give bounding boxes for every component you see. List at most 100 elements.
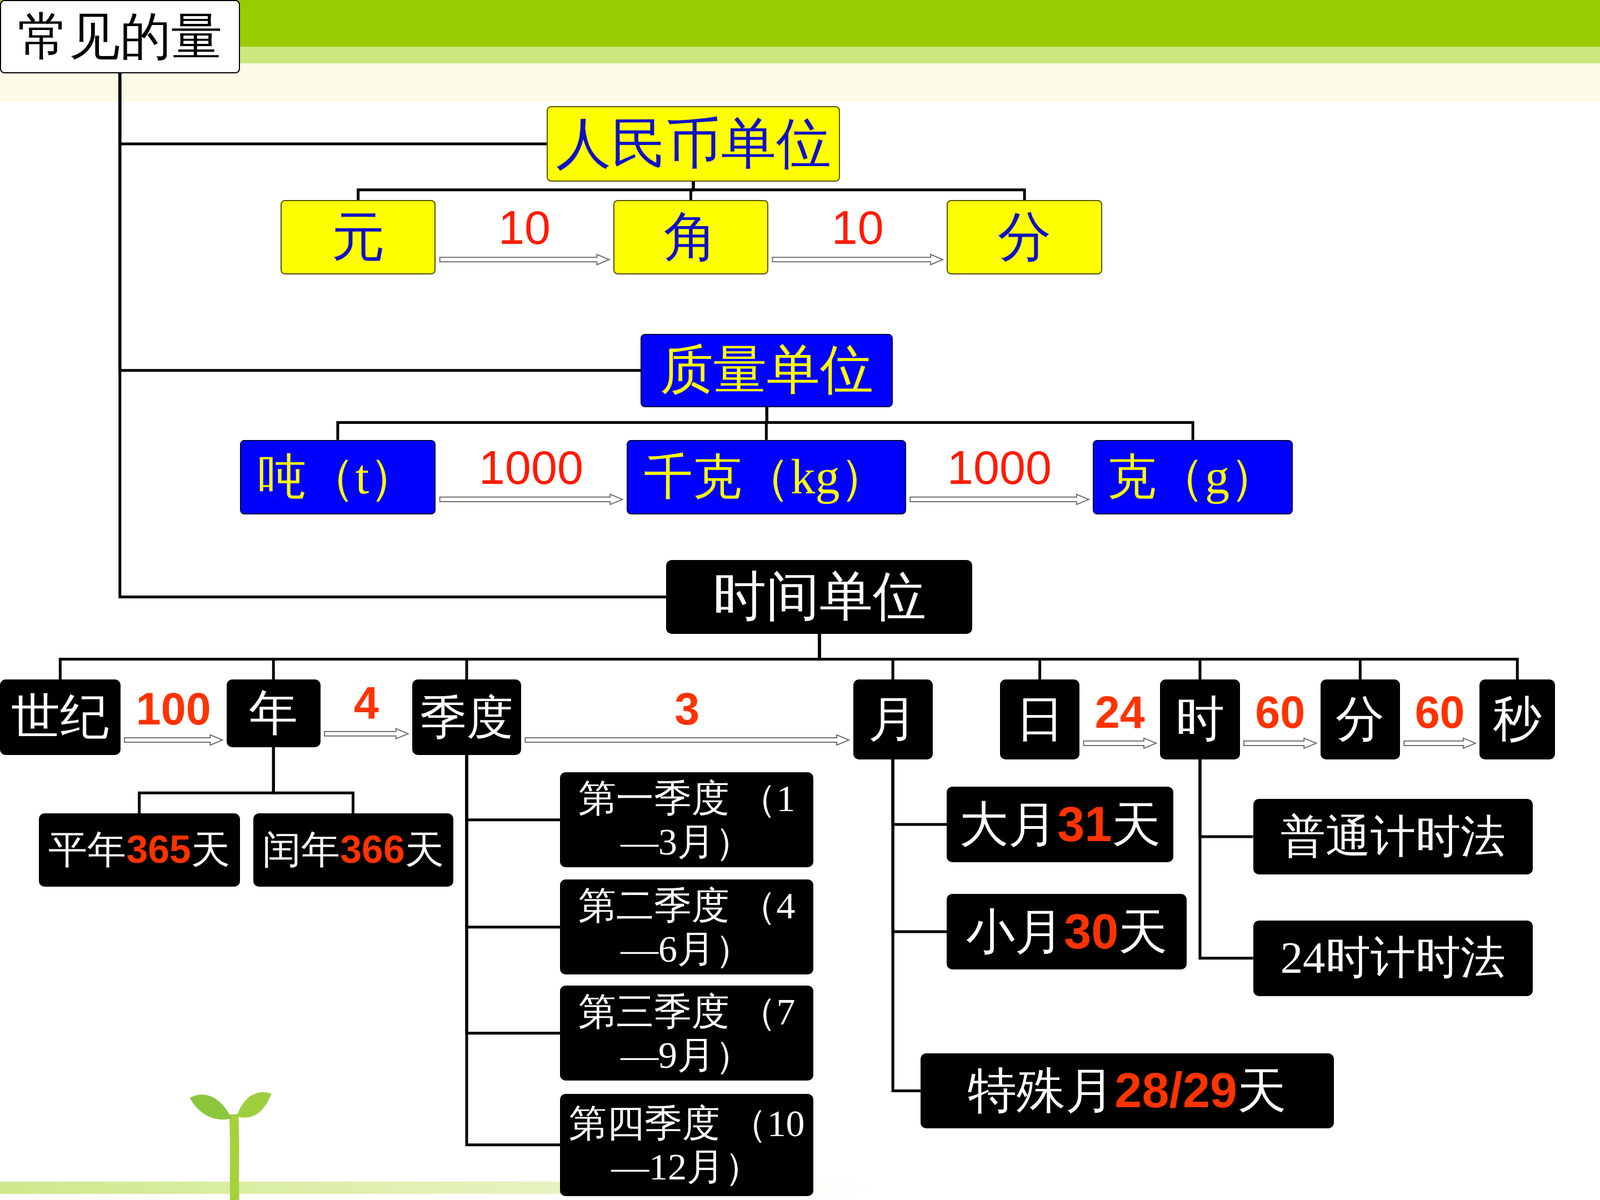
tree-connector (693, 181, 1025, 200)
fact-box: 闰年366天 (253, 813, 454, 887)
node-text: 第三季度 （7—9月） (567, 990, 806, 1077)
tree-connector (120, 73, 548, 144)
node-text: 日 (1015, 690, 1065, 749)
category-box: 时间单位 (666, 560, 973, 634)
tree-connector (892, 759, 947, 825)
conversion-rate: 60 (1255, 690, 1305, 735)
conversion-rate: 1000 (947, 444, 1052, 492)
conversion-arrow (324, 728, 409, 739)
node-text: 第二季度 （4—6月） (567, 883, 806, 971)
node-text: 常见的量 (17, 6, 223, 68)
tree-connector (819, 633, 1360, 680)
unit-box: 季度 (412, 679, 522, 755)
node-text: 时 (1175, 690, 1225, 749)
node-text: 大月31天 (959, 795, 1161, 855)
tree-connector (1200, 759, 1254, 838)
unit-box: 吨（t） (240, 440, 437, 515)
fact-box: 普通计时法 (1253, 798, 1533, 875)
conversion-arrow (124, 735, 223, 745)
tree-connector (466, 633, 820, 680)
tree-connector (139, 747, 274, 814)
tree-connector (273, 633, 820, 680)
tree-connector (60, 633, 820, 680)
tree-connector (466, 755, 560, 928)
conversion-rate: 1000 (478, 444, 584, 492)
quarter-box: 第四季度 （10—12月） (560, 1093, 814, 1197)
tree-connector (466, 755, 560, 820)
tree-connector (358, 181, 694, 200)
unit-box: 分 (1320, 679, 1400, 759)
tree-connector (819, 633, 1518, 680)
conversion-rate: 10 (498, 204, 551, 252)
tree-connector (892, 759, 947, 932)
fact-box: 特殊月28/29天 (920, 1053, 1334, 1129)
conversion-rate: 60 (1415, 690, 1465, 735)
conversion-rate: 4 (353, 680, 379, 726)
node-text: 角 (663, 205, 718, 270)
tree-connector (766, 407, 1193, 440)
node-text: 质量单位 (660, 338, 874, 403)
fact-box: 大月31天 (946, 786, 1174, 863)
conversion-rate: 3 (674, 686, 700, 732)
conversion-arrow (525, 735, 849, 745)
fact-box: 24时计时法 (1253, 920, 1533, 997)
node-text: 吨（t） (257, 447, 419, 507)
conversion-arrow (910, 494, 1089, 505)
node-text: 小月30天 (966, 902, 1168, 962)
node-text: 第四季度 （10—12月） (567, 1101, 806, 1189)
unit-box: 克（g） (1092, 440, 1293, 515)
sprout-illustration (190, 1092, 272, 1200)
header-stripe (0, 46, 1600, 63)
node-text: 时间单位 (712, 565, 927, 629)
node-text: 千克（kg） (643, 447, 889, 507)
conversion-arrow (1243, 738, 1317, 749)
conversion-rate: 10 (831, 204, 884, 252)
node-text: 秒 (1492, 690, 1542, 749)
tree-connector (466, 755, 560, 1145)
tree-connector (273, 747, 353, 814)
fact-box: 小月30天 (946, 893, 1187, 970)
conversion-rate: 24 (1095, 690, 1145, 735)
tree-connector (819, 633, 893, 680)
unit-box: 千克（kg） (626, 440, 907, 515)
node-text: 24时计时法 (1280, 931, 1506, 985)
quarter-box: 第一季度 （1—3月） (560, 772, 814, 868)
node-text: 年 (248, 683, 298, 743)
header-bar (0, 0, 1600, 47)
header-ground (0, 0, 1600, 103)
unit-box: 年 (226, 679, 321, 748)
unit-box: 分 (946, 200, 1102, 275)
node-text: 闰年366天 (262, 826, 444, 874)
fact-box: 平年365天 (38, 813, 240, 887)
tree-connector (819, 633, 1040, 680)
node-text: 世纪 (11, 687, 109, 747)
node-text: 第一季度 （1—3月） (567, 776, 806, 864)
node-text: 普通计时法 (1280, 810, 1506, 864)
unit-box: 元 (280, 200, 436, 275)
tree-connector (337, 407, 767, 440)
node-text: 元 (331, 205, 385, 270)
category-box: 人民币单位 (546, 106, 840, 182)
tree-connector (819, 633, 1200, 680)
node-text: 季度 (420, 689, 514, 746)
unit-box: 角 (613, 200, 769, 275)
title-box: 常见的量 (0, 0, 240, 74)
node-text: 分 (1335, 690, 1385, 749)
conversion-arrow (440, 254, 610, 265)
node-text: 平年365天 (48, 826, 230, 874)
node-text: 克（g） (1107, 447, 1279, 507)
conversion-rate: 100 (136, 686, 212, 732)
unit-box: 时 (1160, 679, 1240, 759)
conversion-arrow (1083, 738, 1157, 749)
node-text: 月 (868, 690, 918, 749)
tree-connector (466, 755, 560, 1034)
quarter-box: 第三季度 （7—9月） (560, 985, 814, 1081)
conversion-arrow (1403, 738, 1476, 749)
node-text: 人民币单位 (556, 110, 832, 177)
unit-box: 日 (1000, 679, 1080, 759)
quarter-box: 第二季度 （4—6月） (560, 879, 814, 975)
node-text: 分 (997, 205, 1052, 270)
unit-box: 月 (853, 679, 933, 759)
category-box: 质量单位 (640, 333, 893, 408)
